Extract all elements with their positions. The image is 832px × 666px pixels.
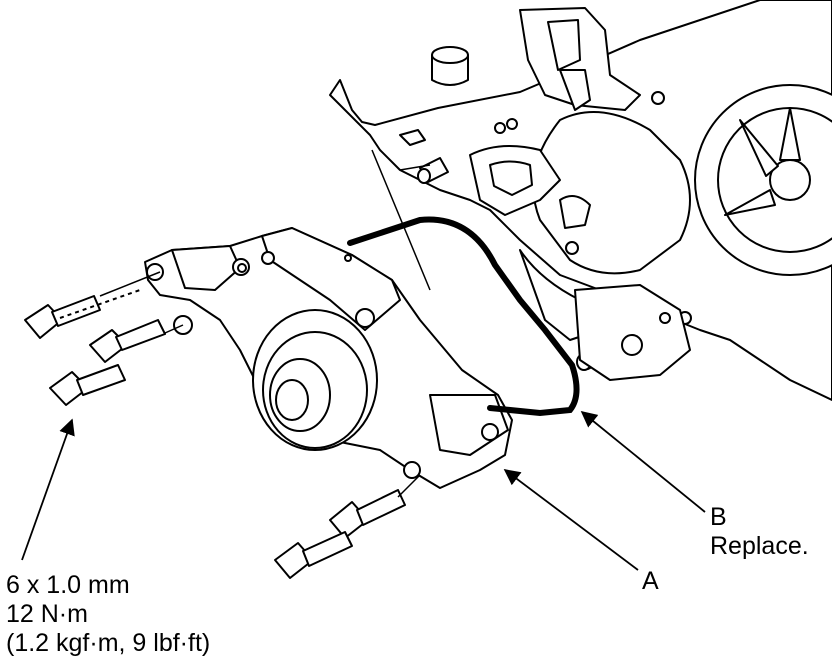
o-ring-gasket xyxy=(347,216,580,417)
bolt-4 xyxy=(329,489,406,539)
callout-label-a: A xyxy=(642,567,659,595)
bolt-5 xyxy=(274,531,353,579)
callout-arrow-a xyxy=(503,469,639,571)
bolt-spec-torque-alt: (1.2 kgf·m, 9 lbf·ft) xyxy=(6,629,211,657)
pump-hub xyxy=(252,309,378,451)
mount-boss xyxy=(574,284,691,381)
bolt-spec-torque: 12 N·m xyxy=(6,600,88,628)
pulley-wheel xyxy=(694,84,832,276)
callout-arrow-bolt xyxy=(21,418,75,561)
callout-arrow-b xyxy=(580,410,706,513)
bolt-2 xyxy=(89,319,166,363)
bolt-spec-size: 6 x 1.0 mm xyxy=(6,571,130,599)
bolt-3 xyxy=(49,364,126,406)
plug-cap xyxy=(431,46,469,86)
callout-note-b: Replace. xyxy=(710,532,809,560)
engine-block xyxy=(329,0,832,401)
callout-label-b: B xyxy=(710,503,727,531)
timing-bracket xyxy=(519,7,641,111)
bolt-1 xyxy=(24,289,141,339)
